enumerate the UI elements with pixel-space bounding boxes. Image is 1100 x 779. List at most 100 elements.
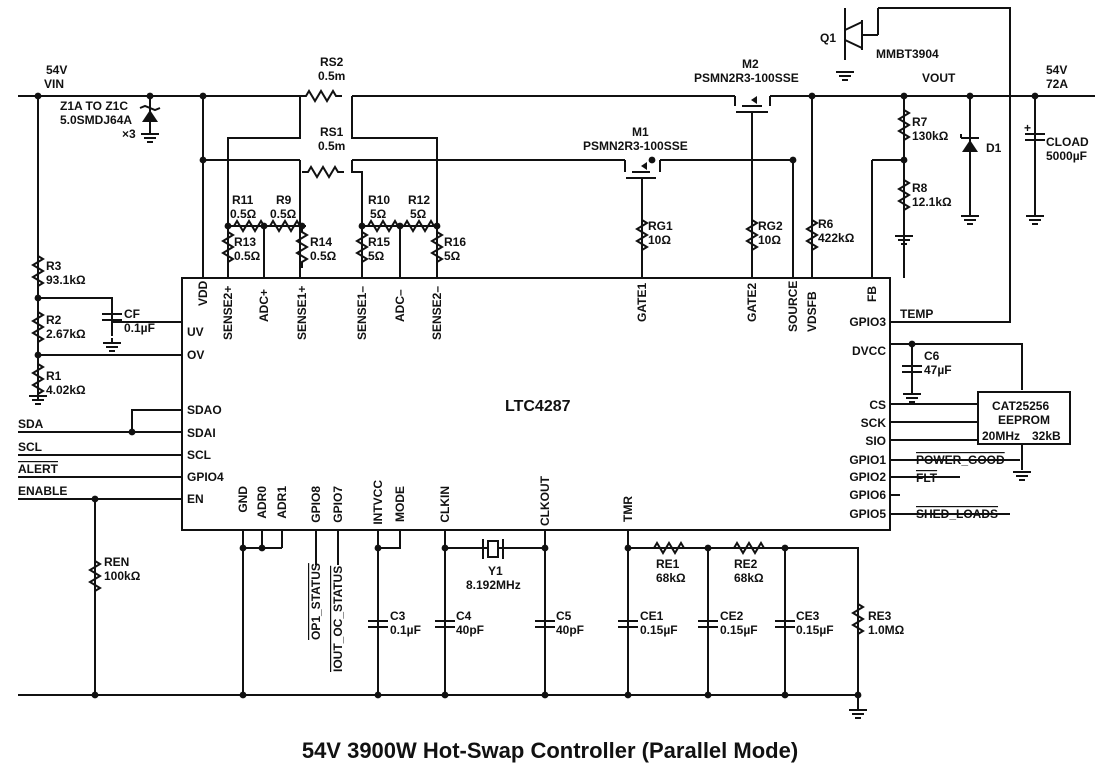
svg-text:100kΩ: 100kΩ	[104, 569, 141, 583]
pin-en: EN	[187, 492, 204, 506]
svg-text:RS2: RS2	[320, 55, 344, 69]
pin-adr1: ADR1	[275, 486, 289, 519]
svg-text:0.15µF: 0.15µF	[796, 623, 834, 637]
pin-clkin: CLKIN	[438, 486, 452, 523]
svg-text:5000µF: 5000µF	[1046, 149, 1087, 163]
svg-text:Y1: Y1	[488, 564, 503, 578]
svg-text:R13: R13	[234, 235, 256, 249]
ic-top-pins: VDD SENSE2+ ADC+ SENSE1+ SENSE1– ADC– SE…	[196, 280, 879, 340]
svg-text:5Ω: 5Ω	[444, 249, 461, 263]
svg-text:2.67kΩ: 2.67kΩ	[46, 327, 86, 341]
pin-source: SOURCE	[786, 281, 800, 332]
svg-text:4.02kΩ: 4.02kΩ	[46, 383, 86, 397]
svg-text:5Ω: 5Ω	[410, 207, 427, 221]
svg-text:93.1kΩ: 93.1kΩ	[46, 273, 86, 287]
svg-text:0.1µF: 0.1µF	[124, 321, 155, 335]
svg-text:CE2: CE2	[720, 609, 744, 623]
svg-text:5Ω: 5Ω	[370, 207, 387, 221]
svg-text:MMBT3904: MMBT3904	[876, 47, 939, 61]
cload-polarity-mark: +	[1024, 121, 1031, 135]
svg-text:RG2: RG2	[758, 219, 783, 233]
svg-text:RE1: RE1	[656, 557, 680, 571]
svg-text:0.5m: 0.5m	[318, 69, 345, 83]
svg-text:68kΩ: 68kΩ	[656, 571, 686, 585]
ic-name: LTC4287	[505, 398, 571, 415]
ltc4287-ic	[181, 277, 891, 531]
power-good-label: POWER_GOOD	[916, 453, 1005, 467]
svg-text:×3: ×3	[122, 127, 136, 141]
vin-label: VIN	[44, 77, 64, 91]
svg-text:0.5Ω: 0.5Ω	[310, 249, 337, 263]
pin-gate2: GATE2	[745, 283, 759, 322]
svg-text:0.5Ω: 0.5Ω	[234, 249, 261, 263]
pin-mode: MODE	[393, 486, 407, 522]
pin-gpio7: GPIO7	[331, 486, 345, 523]
capacitors: +	[101, 117, 1046, 644]
pin-intvcc: INTVCC	[371, 480, 385, 525]
eeprom-size: 32kB	[1032, 429, 1061, 443]
eeprom-speed: 20MHz	[982, 429, 1020, 443]
svg-text:R14: R14	[310, 235, 332, 249]
svg-text:R1: R1	[46, 369, 62, 383]
pin-gpio2: GPIO2	[849, 470, 886, 484]
svg-text:M1: M1	[632, 125, 649, 139]
svg-text:47µF: 47µF	[924, 363, 952, 377]
pin-tmr: TMR	[621, 496, 635, 522]
pin-sdao: SDAO	[187, 403, 222, 417]
svg-text:40pF: 40pF	[456, 623, 484, 637]
eeprom-chip	[977, 391, 1071, 445]
svg-text:CF: CF	[124, 307, 140, 321]
y1-crystal	[482, 539, 504, 559]
svg-text:0.15µF: 0.15µF	[640, 623, 678, 637]
svg-text:R12: R12	[408, 193, 430, 207]
pin-adcp: ADC+	[257, 289, 271, 322]
pin-vdsfb: VDSFB	[805, 291, 819, 332]
pin-gnd: GND	[236, 486, 250, 513]
pin-sense2p: SENSE2+	[221, 286, 235, 340]
svg-text:R8: R8	[912, 181, 928, 195]
eeprom-type: EEPROM	[998, 413, 1050, 427]
svg-text:40pF: 40pF	[556, 623, 584, 637]
m2-mosfet	[734, 96, 771, 118]
svg-text:10Ω: 10Ω	[758, 233, 781, 247]
scl-label: SCL	[18, 440, 42, 454]
q1-transistor	[844, 7, 910, 60]
svg-text:RS1: RS1	[320, 125, 344, 139]
pin-gpio4: GPIO4	[187, 470, 224, 484]
sda-label: SDA	[18, 417, 44, 431]
rs2-resistor	[299, 90, 343, 102]
pin-clkout: CLKOUT	[538, 475, 552, 526]
vout-label: VOUT	[922, 71, 956, 85]
svg-text:Q1: Q1	[820, 31, 836, 45]
pin-uv: UV	[187, 325, 204, 339]
svg-text:0.5Ω: 0.5Ω	[270, 207, 297, 221]
svg-text:422kΩ: 422kΩ	[818, 231, 855, 245]
pin-gpio1: GPIO1	[849, 453, 886, 467]
pin-gpio6: GPIO6	[849, 488, 886, 502]
svg-text:R3: R3	[46, 259, 62, 273]
svg-text:R9: R9	[276, 193, 292, 207]
svg-text:CE3: CE3	[796, 609, 820, 623]
pin-dvcc: DVCC	[852, 344, 886, 358]
pin-sense1p: SENSE1+	[295, 286, 309, 340]
ic-left-pins: UV OV SDAO SDAI SCL GPIO4 EN	[187, 325, 224, 506]
svg-text:R11: R11	[232, 193, 254, 207]
pin-ov: OV	[187, 348, 204, 362]
svg-text:0.15µF: 0.15µF	[720, 623, 758, 637]
pin-fb: FB	[865, 286, 879, 302]
pin-sck: SCK	[861, 416, 887, 430]
iout-oc-status-label: IOUT_OC_STATUS	[331, 566, 345, 672]
svg-text:PSMN2R3-100SSE: PSMN2R3-100SSE	[694, 71, 799, 85]
pin-sdai: SDAI	[187, 426, 216, 440]
pin-gpio8: GPIO8	[309, 486, 323, 523]
pin-vdd: VDD	[196, 280, 210, 306]
svg-text:PSMN2R3-100SSE: PSMN2R3-100SSE	[583, 139, 688, 153]
svg-text:R2: R2	[46, 313, 62, 327]
net-labels: 54V VIN VOUT 54V 72A SDA SCL ALERT ENABL…	[18, 63, 1068, 672]
diagram-title: 54V 3900W Hot-Swap Controller (Parallel …	[302, 738, 798, 763]
svg-text:R7: R7	[912, 115, 928, 129]
alert-label: ALERT	[18, 462, 59, 476]
svg-text:RE2: RE2	[734, 557, 758, 571]
svg-text:0.5Ω: 0.5Ω	[230, 207, 257, 221]
